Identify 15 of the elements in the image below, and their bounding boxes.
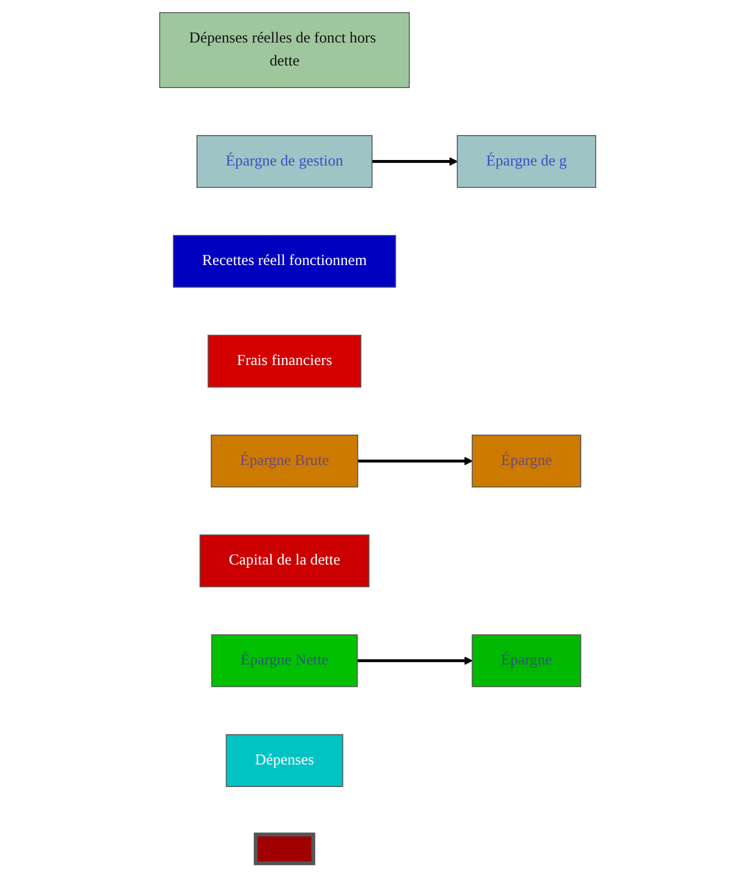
arrow: [372, 157, 458, 166]
node-box: Épargne: [472, 434, 582, 488]
arrow: [357, 656, 472, 665]
node-box: Épargne de g: [456, 135, 596, 188]
arrow: [358, 456, 472, 466]
node-box: Épargne: [472, 634, 582, 688]
node-box: Épargne Nette: [211, 634, 358, 688]
node-box: Épargne de gestion: [196, 135, 372, 188]
node-box: Épargne Brute: [210, 434, 358, 488]
node-box: Frais financiers: [207, 334, 362, 388]
node-box: Recettes réell fonctionnem: [172, 234, 396, 288]
node-bar: [254, 832, 316, 866]
node-box: Capital de la dette: [199, 534, 370, 588]
node-box: Dépenses réelles de fonct hors dette: [159, 12, 410, 88]
node-box: Dépenses: [226, 734, 344, 787]
